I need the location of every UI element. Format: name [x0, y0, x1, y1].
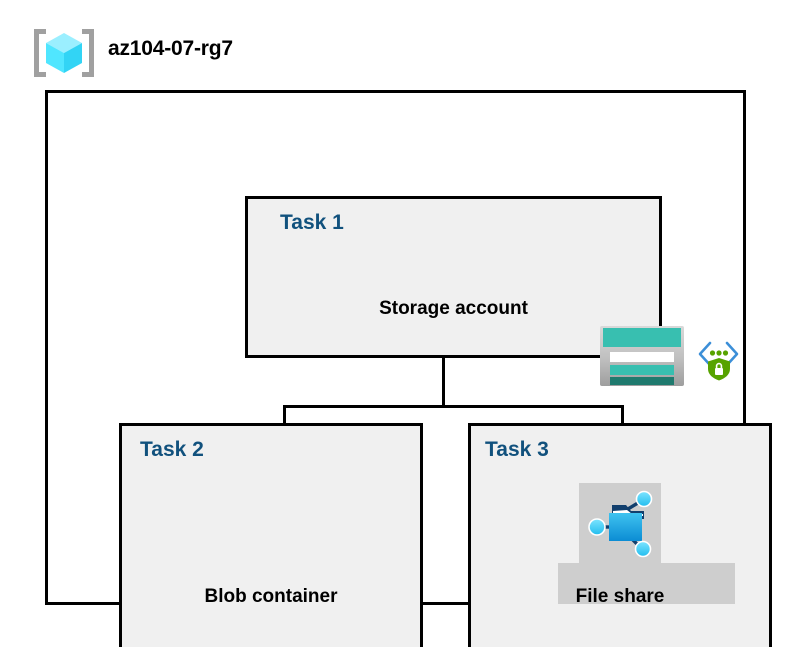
- resource-group-container: Task 1: [45, 90, 772, 647]
- connector-trunk-from-storage: [442, 323, 445, 408]
- connector-horizontal-bar: [283, 405, 624, 408]
- resource-group-header: az104-07-rg7: [30, 26, 360, 84]
- file-share-label-highlight: [558, 563, 735, 604]
- task-3-label: Task 3: [485, 438, 549, 461]
- blob-container-label: Blob container: [204, 586, 338, 607]
- task-1-label: Task 1: [280, 211, 344, 234]
- file-share-label: File share: [575, 586, 665, 607]
- task-2-panel[interactable]: Task 2 Blob container: [119, 423, 423, 647]
- resource-group-name: az104-07-rg7: [108, 37, 233, 60]
- task-2-label: Task 2: [140, 438, 204, 461]
- storage-account-icon: [600, 326, 684, 386]
- task-1-panel[interactable]: Task 1: [245, 196, 743, 386]
- secure-endpoint-shield-icon: [694, 335, 743, 384]
- storage-account-label: Storage account: [379, 298, 528, 319]
- file-share-icon: [586, 489, 658, 559]
- resource-group-cube-icon: [30, 26, 98, 80]
